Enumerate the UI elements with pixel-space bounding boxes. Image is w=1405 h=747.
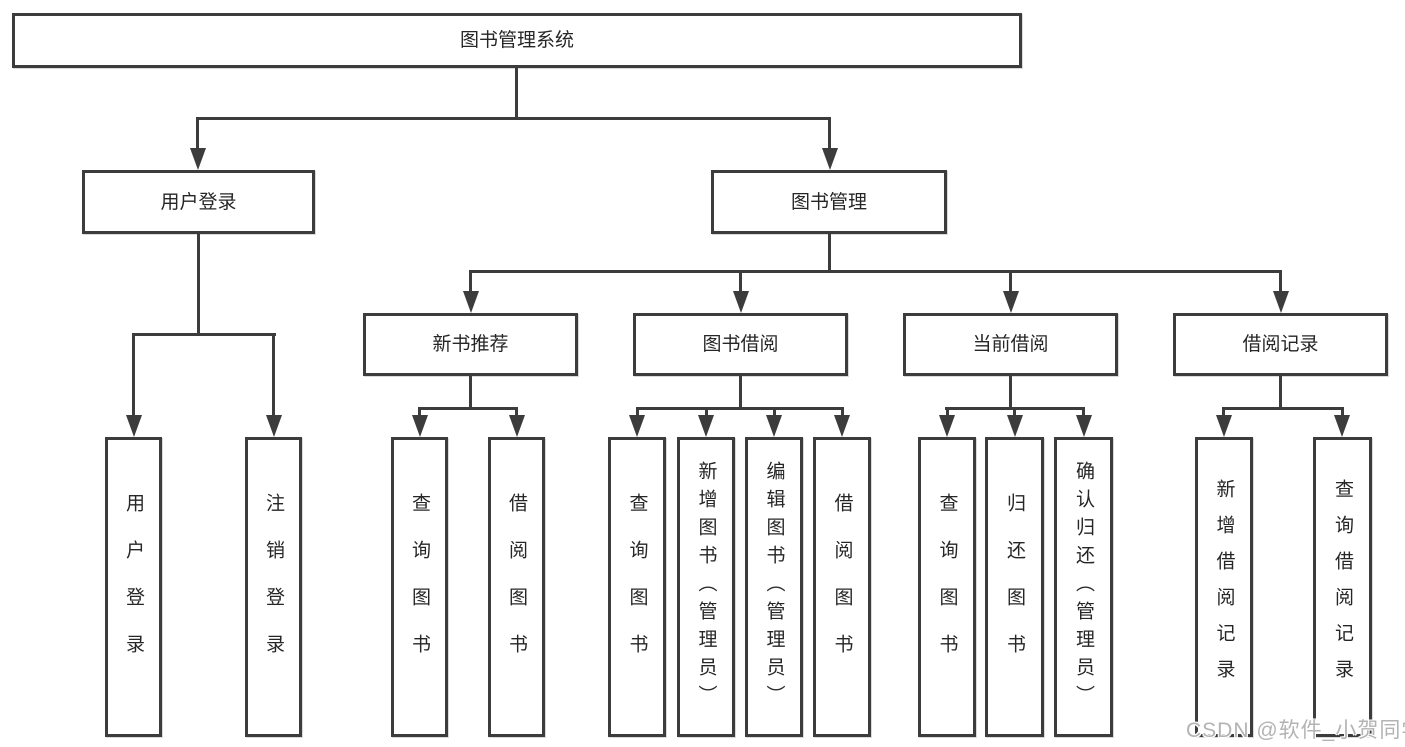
connector-records-stub (1341, 407, 1344, 417)
down-arrow-icon (1273, 291, 1289, 313)
node-label: 新增借阅记录 (1213, 479, 1235, 695)
node-label: 注销登录 (263, 493, 284, 681)
down-arrow-icon (834, 415, 850, 437)
node-label: 确认归还（管理员） (1073, 461, 1094, 713)
leaf-add-borrow-record: 新增借阅记录 (1195, 437, 1253, 737)
connector-root-horizontal (196, 117, 831, 120)
connector-bookmgmt-stub (1279, 270, 1282, 293)
connector-root-left-stub (196, 117, 199, 150)
down-arrow-icon (733, 291, 749, 313)
leaf-add-books-admin: 新增图书（管理员） (677, 437, 735, 737)
node-label: 图书管理 (790, 191, 867, 213)
connector-bookmgmt-stub (469, 270, 472, 293)
node-label: 新书推荐 (432, 334, 509, 355)
down-arrow-icon (1003, 291, 1019, 313)
node-label: 借阅图书 (831, 493, 853, 681)
node-new-book-recommendation: 新书推荐 (363, 313, 578, 376)
leaf-borrow-books-recommend: 借阅图书 (488, 437, 545, 737)
connector-userlogin-right-stub (272, 333, 275, 417)
leaf-query-books-current: 查询图书 (918, 437, 976, 737)
leaf-return-books: 归还图书 (985, 437, 1044, 737)
down-arrow-icon (1076, 415, 1092, 437)
node-label: 编辑图书（管理员） (763, 461, 785, 713)
connector-borrowing-vertical (739, 376, 742, 409)
down-arrow-icon (266, 415, 282, 437)
leaf-query-books-borrowing: 查询图书 (608, 437, 666, 737)
connector-bookmgmt-horizontal (469, 270, 1282, 273)
node-label: 归还图书 (1004, 493, 1025, 681)
connector-newbook-horizontal (418, 407, 518, 410)
node-label: 查询图书 (626, 493, 648, 681)
connector-newbook-stub (515, 407, 518, 417)
connector-current-vertical (1009, 376, 1012, 409)
node-label: 查询图书 (409, 493, 430, 681)
node-label: 图书借阅 (702, 334, 779, 355)
node-label: 当前借阅 (972, 334, 1049, 355)
down-arrow-icon (412, 415, 428, 437)
connector-borrowing-horizontal (636, 407, 844, 410)
down-arrow-icon (1334, 415, 1350, 437)
connector-borrowing-stub (841, 407, 844, 417)
leaf-logout: 注销登录 (245, 437, 302, 737)
node-library-management-system: 图书管理系统 (12, 13, 1022, 68)
leaf-query-borrow-record: 查询借阅记录 (1313, 437, 1372, 737)
connector-root-right-stub (828, 117, 831, 150)
node-borrowing-records: 借阅记录 (1173, 313, 1388, 376)
node-label: 用户登录 (123, 493, 144, 681)
down-arrow-icon (822, 148, 838, 170)
node-user-login: 用户登录 (82, 170, 315, 234)
down-arrow-icon (629, 415, 645, 437)
connector-current-stub (1082, 407, 1085, 417)
down-arrow-icon (126, 415, 142, 437)
node-label: 查询图书 (936, 493, 958, 681)
connector-current-stub (1013, 407, 1016, 417)
connector-root-vertical (515, 68, 518, 117)
connector-bookmgmt-stub (739, 270, 742, 293)
down-arrow-icon (939, 415, 955, 437)
node-label: 借阅图书 (506, 493, 527, 681)
connector-newbook-stub (418, 407, 421, 417)
node-current-borrowing: 当前借阅 (903, 313, 1118, 376)
down-arrow-icon (766, 415, 782, 437)
connector-records-horizontal (1222, 407, 1344, 410)
connector-borrowing-stub (636, 407, 639, 417)
connector-borrowing-stub (705, 407, 708, 417)
connector-userlogin-horizontal (132, 333, 276, 336)
node-book-management: 图书管理 (711, 170, 947, 234)
leaf-user-login: 用户登录 (105, 437, 162, 737)
down-arrow-icon (463, 291, 479, 313)
node-label: 借阅记录 (1242, 334, 1319, 355)
node-label: 图书管理系统 (459, 30, 574, 51)
node-book-borrowing: 图书借阅 (633, 313, 848, 376)
leaf-edit-books-admin: 编辑图书（管理员） (745, 437, 803, 737)
connector-newbook-vertical (469, 376, 472, 409)
node-label: 查询借阅记录 (1332, 479, 1353, 695)
connector-bookmgmt-vertical (828, 234, 831, 273)
connector-records-stub (1222, 407, 1225, 417)
node-label: 新增图书（管理员） (695, 461, 717, 713)
connector-userlogin-vertical (197, 234, 200, 336)
down-arrow-icon (1007, 415, 1023, 437)
connector-current-stub (946, 407, 949, 417)
leaf-query-books-recommend: 查询图书 (391, 437, 448, 737)
connector-records-vertical (1279, 376, 1282, 409)
watermark-text: CSDN @软件_小贺同学 (1186, 719, 1405, 742)
connector-borrowing-stub (773, 407, 776, 417)
down-arrow-icon (698, 415, 714, 437)
node-label: 用户登录 (160, 191, 237, 213)
down-arrow-icon (190, 148, 206, 170)
leaf-confirm-return-admin: 确认归还（管理员） (1054, 437, 1113, 737)
connector-userlogin-left-stub (132, 333, 135, 417)
connector-bookmgmt-stub (1009, 270, 1012, 293)
down-arrow-icon (1216, 415, 1232, 437)
leaf-borrow-books-borrowing: 借阅图书 (813, 437, 871, 737)
down-arrow-icon (509, 415, 525, 437)
